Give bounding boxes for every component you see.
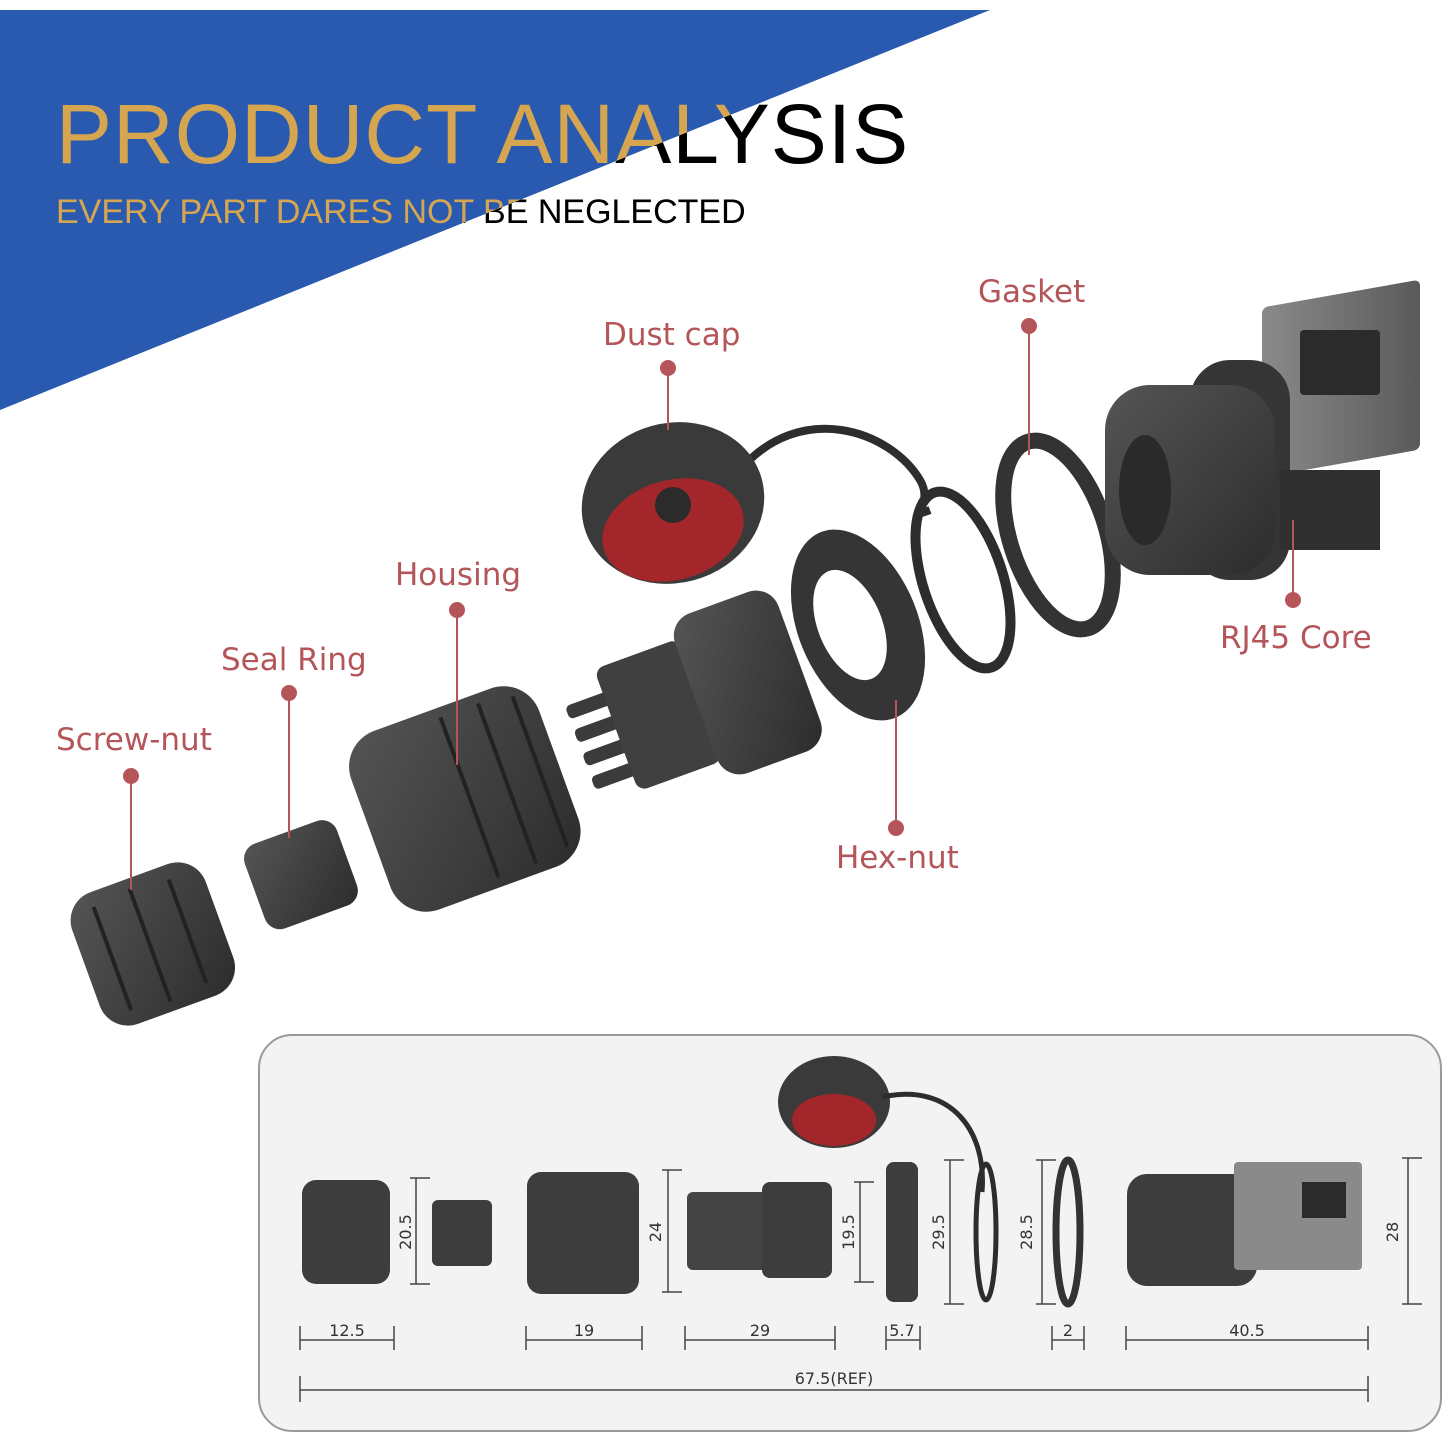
o-ring-part — [910, 486, 1016, 674]
label-hex-nut: Hex-nut — [836, 840, 959, 876]
dimension-panel: 20.5 24 19.5 29.5 28.5 28 12.5 19 29 5.7… — [258, 1034, 1442, 1432]
dim-core-height: 28 — [1383, 1222, 1402, 1242]
header-banner — [0, 10, 990, 410]
hex-nut-part — [790, 529, 926, 721]
banner-shape — [0, 10, 990, 410]
dim-insert-length: 29 — [750, 1321, 770, 1340]
exploded-view — [70, 280, 1420, 1026]
label-screw-nut: Screw-nut — [56, 722, 212, 758]
dim-insert-height: 19.5 — [839, 1214, 858, 1250]
page-title: PRODUCT ANALYSIS — [56, 87, 910, 181]
dim-total-length: 67.5(REF) — [795, 1369, 874, 1388]
label-rj45-core: RJ45 Core — [1220, 620, 1372, 656]
insert-part — [566, 590, 822, 789]
dim-core-length: 40.5 — [1229, 1321, 1265, 1340]
rj45-core-part — [1105, 280, 1420, 580]
housing-part — [349, 686, 581, 912]
label-seal-ring: Seal Ring — [221, 642, 367, 678]
label-dust-cap: Dust cap — [603, 317, 741, 353]
label-housing: Housing — [395, 557, 522, 593]
dimension-drawing: 20.5 24 19.5 29.5 28.5 28 12.5 19 29 5.7… — [299, 1056, 1422, 1402]
callout-lines — [123, 318, 1301, 890]
seal-ring-part — [244, 820, 358, 930]
dim-gasket-height: 28.5 — [1017, 1214, 1036, 1250]
gasket-part — [995, 432, 1121, 638]
dim-hex-nut-length: 5.7 — [889, 1321, 914, 1340]
label-gasket: Gasket — [978, 274, 1086, 310]
dim-housing-height: 24 — [646, 1222, 665, 1242]
dust-cap-part — [581, 422, 932, 584]
dim-gasket-length: 2 — [1063, 1321, 1073, 1340]
dim-housing-length: 19 — [574, 1321, 594, 1340]
dim-hex-nut-height: 29.5 — [929, 1214, 948, 1250]
dim-screw-nut-height: 20.5 — [396, 1214, 415, 1250]
dim-screw-nut-length: 12.5 — [329, 1321, 365, 1340]
screw-nut-part — [70, 862, 236, 1026]
page-subtitle: EVERY PART DARES NOT BE NEGLECTED — [56, 193, 746, 231]
